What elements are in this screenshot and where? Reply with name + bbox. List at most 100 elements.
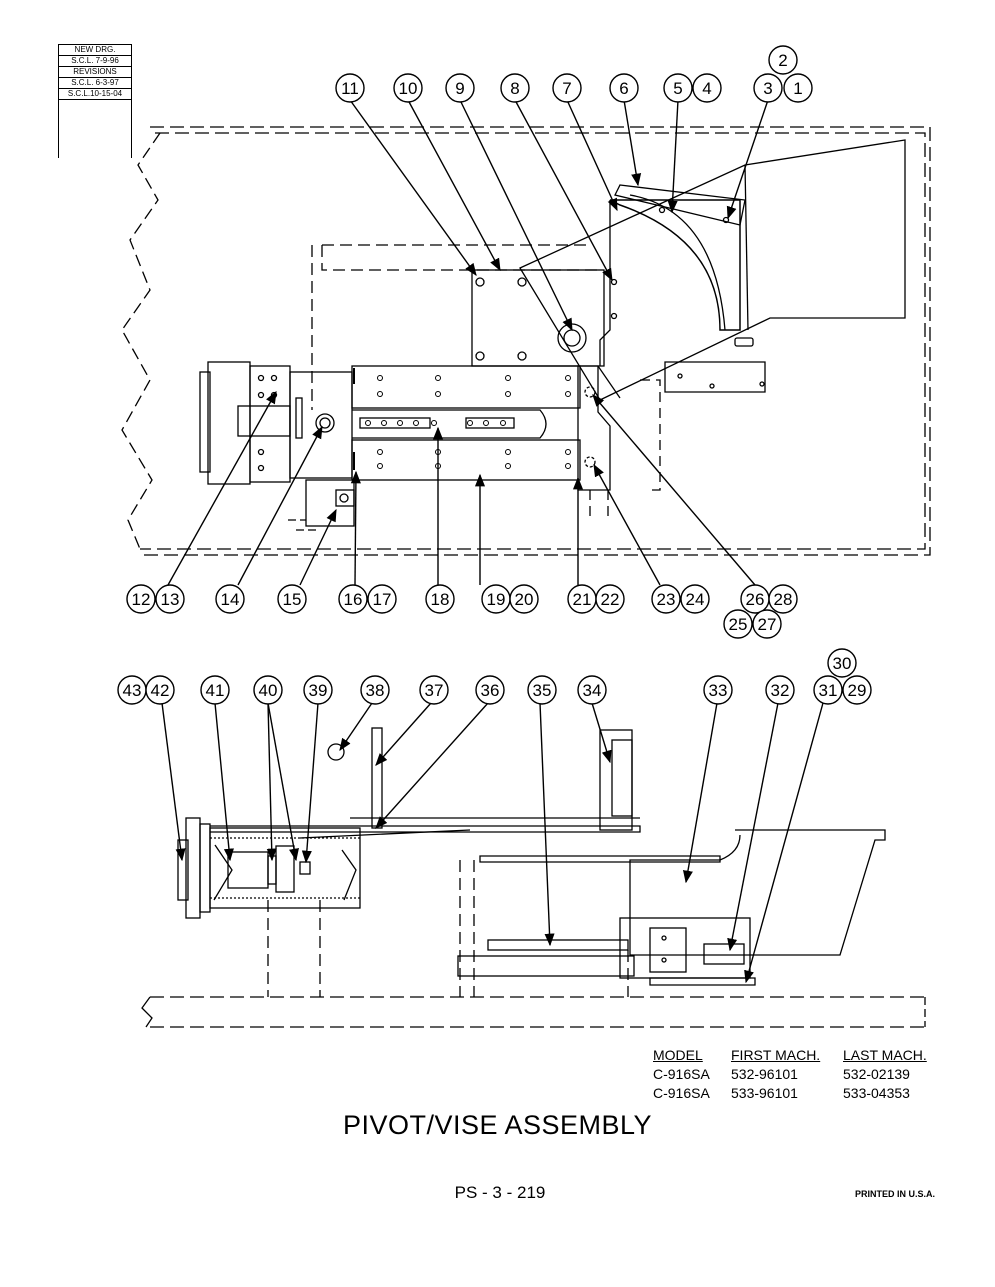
leader-35: [539, 702, 555, 947]
callout-balloon-4: 4: [692, 73, 722, 103]
callout-number: 20: [515, 590, 534, 609]
row1-first: 532-96101: [731, 1066, 798, 1082]
callout-balloon-10: 10: [393, 73, 423, 103]
callout-circle: [651, 584, 681, 614]
callout-number: 16: [344, 590, 363, 609]
leader-26: [592, 394, 756, 586]
callout-circle: [703, 675, 733, 705]
callout-circle: [577, 675, 607, 705]
leader-15: [299, 508, 337, 586]
callout-circle: [200, 675, 230, 705]
callout-balloon-31: 31: [813, 675, 843, 705]
callout-balloon-30: 30: [827, 648, 857, 678]
callout-number: 31: [819, 681, 838, 700]
callout-circle: [813, 675, 843, 705]
callout-circle: [338, 584, 368, 614]
callout-circle: [783, 73, 813, 103]
revision-entry-2: S.C.L.10-15-04: [59, 89, 131, 100]
callout-circle: [595, 584, 625, 614]
callout-circle: [680, 584, 710, 614]
callout-balloon-36: 36: [475, 675, 505, 705]
revisions-label: REVISIONS: [59, 67, 131, 78]
new-drawing-entry: S.C.L. 7-9-96: [59, 56, 131, 67]
callout-number: 1: [793, 79, 802, 98]
top-view: [121, 126, 931, 556]
callout-number: 18: [431, 590, 450, 609]
row2-last: 533-04353: [843, 1085, 910, 1101]
callout-number: 21: [573, 590, 592, 609]
callout-number: 30: [833, 654, 852, 673]
row1-model: C-916SA: [653, 1066, 710, 1082]
new-drawing-label: NEW DRG.: [59, 45, 131, 56]
callout-circle: [277, 584, 307, 614]
leader-16: [350, 470, 361, 586]
callout-balloon-27: 27: [752, 609, 782, 639]
callout-circle: [335, 73, 365, 103]
callout-circle: [552, 73, 582, 103]
callout-balloon-8: 8: [500, 73, 530, 103]
callout-number: 24: [686, 590, 705, 609]
callout-circle: [842, 675, 872, 705]
header-last-mach: LAST MACH.: [843, 1047, 927, 1063]
callout-circle: [692, 73, 722, 103]
callout-balloon-24: 24: [680, 584, 710, 614]
callout-circle: [500, 73, 530, 103]
callout-number: 12: [132, 590, 151, 609]
callout-number: 9: [455, 79, 464, 98]
callout-number: 23: [657, 590, 676, 609]
callout-number: 14: [221, 590, 240, 609]
callout-number: 26: [746, 590, 765, 609]
leader-40b: [267, 702, 299, 862]
callout-number: 36: [481, 681, 500, 700]
leader-31: [744, 702, 824, 984]
callout-circle: [768, 584, 798, 614]
leader-12: [167, 390, 277, 586]
callout-balloon-29: 29: [842, 675, 872, 705]
callout-circle: [663, 73, 693, 103]
callout-number: 5: [673, 79, 682, 98]
leader-9: [459, 99, 573, 332]
callout-circle: [768, 45, 798, 75]
callout-circle: [827, 648, 857, 678]
leader-37: [375, 702, 432, 766]
callout-circle: [145, 675, 175, 705]
callout-number: 27: [758, 615, 777, 634]
callout-balloon-1: 1: [783, 73, 813, 103]
callout-circle: [753, 73, 783, 103]
callout-number: 8: [510, 79, 519, 98]
callout-balloon-22: 22: [595, 584, 625, 614]
callout-balloon-34: 34: [577, 675, 607, 705]
leader-32: [727, 702, 779, 952]
callout-number: 11: [341, 79, 359, 98]
callout-circle: [765, 675, 795, 705]
callout-number: 4: [702, 79, 711, 98]
callout-circle: [609, 73, 639, 103]
callout-number: 25: [729, 615, 748, 634]
leader-8: [514, 99, 613, 282]
callout-balloon-42: 42: [145, 675, 175, 705]
callout-number: 35: [533, 681, 552, 700]
leader-38: [339, 702, 373, 752]
leader-39: [301, 702, 319, 864]
page-number: PS - 3 - 219: [454, 1183, 546, 1202]
callout-circle: [723, 609, 753, 639]
callout-number: 15: [283, 590, 302, 609]
callout-circle: [126, 584, 156, 614]
callout-circle: [527, 675, 557, 705]
callout-number: 19: [487, 590, 506, 609]
leader-7: [566, 99, 618, 212]
row1-last: 532-02139: [843, 1066, 910, 1082]
callout-circle: [752, 609, 782, 639]
callout-balloon-9: 9: [445, 73, 475, 103]
callout-balloon-33: 33: [703, 675, 733, 705]
leader-41: [214, 702, 234, 862]
page-title: PIVOT/VISE ASSEMBLY: [342, 1110, 653, 1140]
table-row: C-916SA 533-96101 533-04353: [653, 1084, 953, 1103]
row2-model: C-916SA: [653, 1085, 710, 1101]
callout-balloon-37: 37: [419, 675, 449, 705]
callout-balloon-5: 5: [663, 73, 693, 103]
callout-balloon-7: 7: [552, 73, 582, 103]
callout-balloon-11: 11: [335, 73, 365, 103]
leader-10: [407, 99, 501, 272]
callout-balloon-21: 21: [567, 584, 597, 614]
